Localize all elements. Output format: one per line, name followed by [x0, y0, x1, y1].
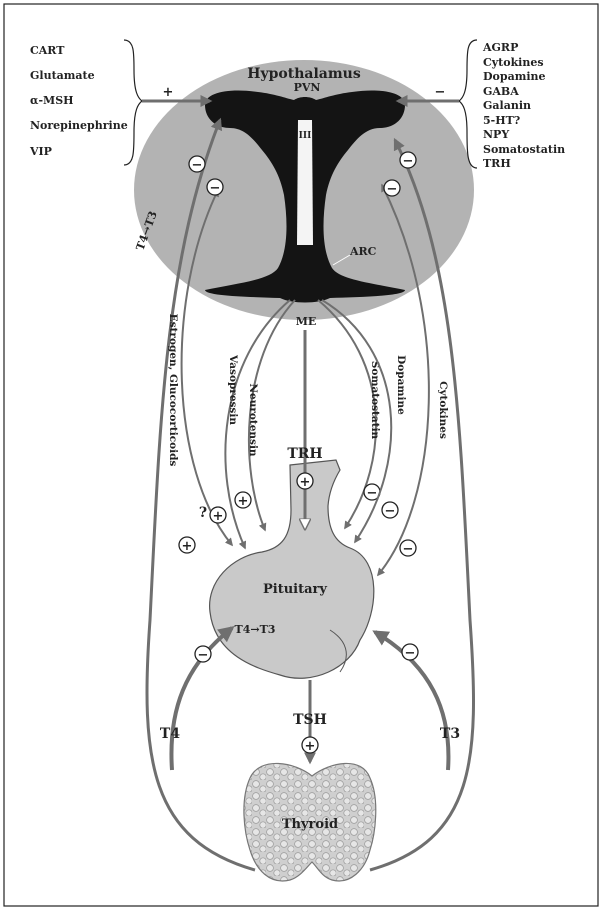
pituitary-label: Pituitary	[263, 582, 327, 597]
dopamine-minus-badge: −	[382, 502, 398, 519]
cytokines-minus-badge-bottom: −	[400, 540, 416, 557]
t4-label: T4	[160, 726, 180, 742]
thyroid-label: Thyroid	[282, 817, 338, 832]
inhibitor-item: TRH	[483, 157, 511, 170]
svg-text:+: +	[182, 539, 193, 554]
estrogen-label: Estrogen, Glucocorticoids	[167, 314, 179, 467]
inhibitor-item: GABA	[483, 85, 519, 98]
svg-text:−: −	[387, 182, 398, 197]
pituitary-conversion-label: T4→T3	[235, 623, 276, 636]
vasopressin-label: Vasopressin	[227, 354, 239, 425]
neurotensin-plus-badge: +	[235, 492, 251, 509]
svg-text:+: +	[238, 494, 249, 509]
inhibitor-list: AGRP Cytokines Dopamine GABA Galanin 5-H…	[482, 41, 565, 170]
hypothalamus-label: Hypothalamus	[247, 66, 361, 82]
stimulator-item: Norepinephrine	[30, 119, 128, 132]
estrogen-minus-badge: −	[207, 179, 223, 196]
svg-text:−: −	[405, 646, 416, 661]
svg-text:+: +	[305, 739, 316, 754]
svg-text:−: −	[192, 158, 203, 173]
vasopressin-plus-badge: +	[210, 507, 226, 524]
inhibitor-item: 5-HT?	[483, 114, 520, 127]
stimulator-item: Glutamate	[30, 69, 95, 82]
stimulator-sign: +	[163, 85, 174, 100]
ventricle-label: III	[299, 131, 312, 141]
inhibitor-item: Dopamine	[483, 70, 546, 83]
svg-text:−: −	[367, 486, 378, 501]
estrogen-plus-badge: +	[179, 537, 195, 554]
inhibitor-item: AGRP	[482, 41, 518, 54]
stimulator-item: α-MSH	[30, 94, 74, 107]
neurotensin-label: Neurotensin	[247, 383, 259, 457]
svg-text:+: +	[213, 509, 224, 524]
pvn-label: PVN	[294, 81, 321, 94]
tsh-plus-badge: +	[302, 737, 318, 754]
t3-label: T3	[440, 726, 460, 742]
unknown-mark: ?	[199, 505, 207, 521]
right-outer-minus-badge: −	[400, 152, 416, 169]
inhibitor-item: Cytokines	[483, 56, 544, 69]
svg-text:−: −	[403, 542, 414, 557]
arc-label: ARC	[349, 245, 377, 258]
stimulator-item: CART	[30, 44, 65, 57]
trh-plus-badge: +	[297, 473, 313, 490]
svg-text:−: −	[210, 181, 221, 196]
left-outer-minus-badge: −	[189, 156, 205, 173]
somatostatin-label: Somatostatin	[369, 361, 381, 440]
cytokines-label: Cytokines	[437, 381, 449, 439]
t4-minus-badge: −	[195, 646, 211, 663]
svg-text:−: −	[385, 504, 396, 519]
inhibitor-item: NPY	[483, 128, 509, 141]
t3-minus-badge: −	[402, 644, 418, 661]
stimulator-item: VIP	[29, 145, 52, 158]
inhibitor-sign: −	[435, 85, 446, 100]
stimulator-list: CART Glutamate α-MSH Norepinephrine VIP	[29, 44, 128, 158]
dopamine-label: Dopamine	[395, 355, 407, 415]
svg-text:−: −	[403, 154, 414, 169]
stimulator-brace	[124, 40, 142, 165]
pituitary-gland	[210, 460, 374, 678]
tsh-label: TSH	[293, 712, 327, 728]
trh-label: TRH	[287, 446, 322, 462]
me-label: ME	[296, 315, 317, 328]
svg-text:+: +	[300, 475, 311, 490]
cytokines-minus-badge-top: −	[384, 180, 400, 197]
inhibitor-item: Galanin	[483, 99, 531, 112]
inhibitor-item: Somatostatin	[483, 143, 565, 156]
svg-text:−: −	[198, 648, 209, 663]
